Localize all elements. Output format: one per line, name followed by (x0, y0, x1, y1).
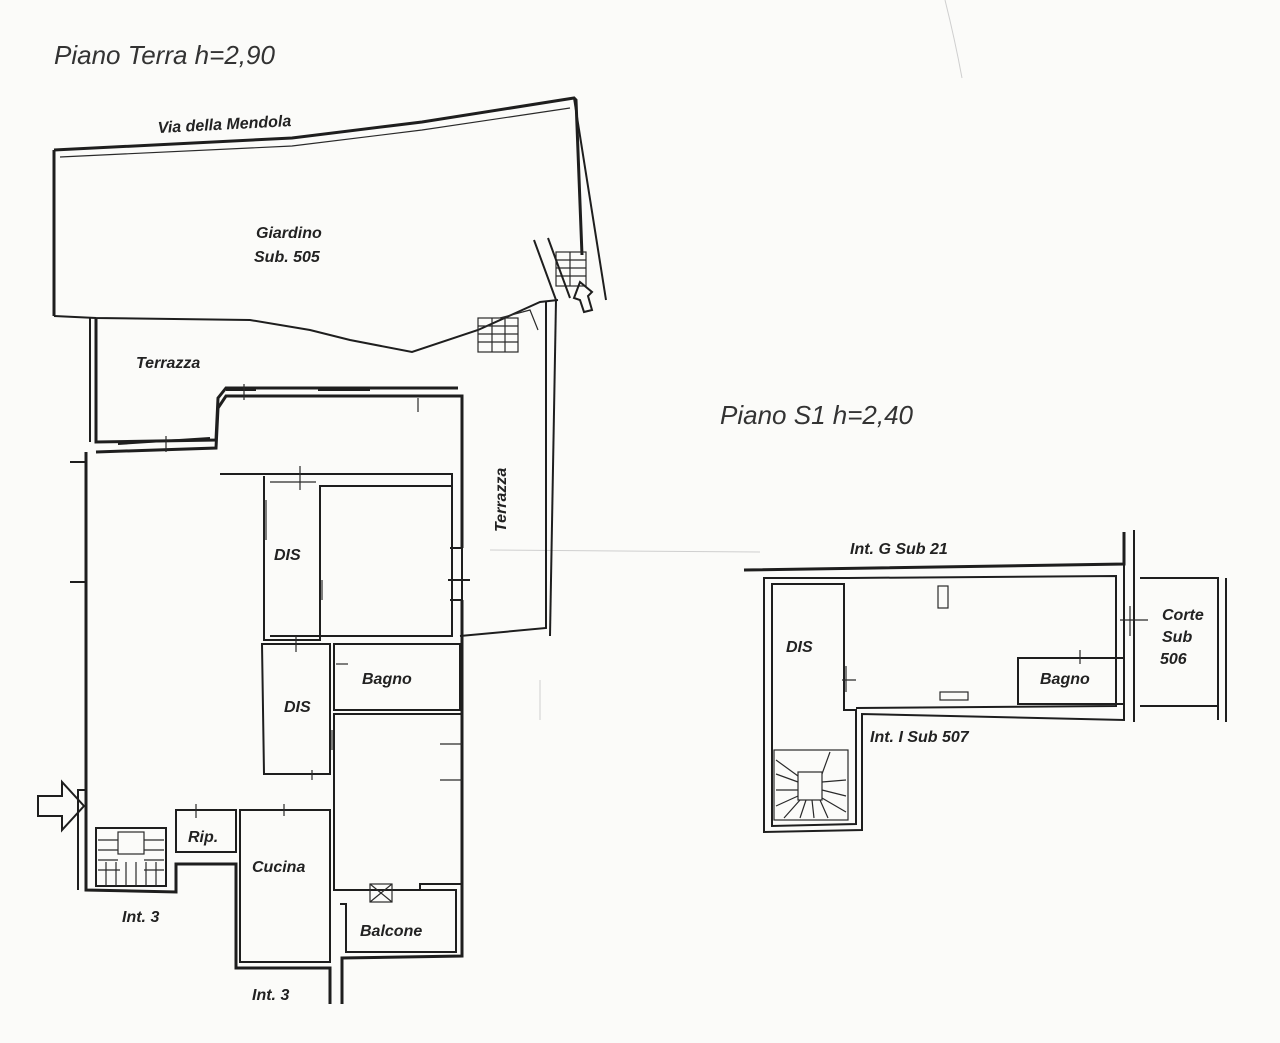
street-label: Via della Mendola (157, 113, 291, 137)
top-windows (117, 389, 370, 445)
terrace-label: Terrazza (136, 355, 200, 372)
dis-1-label: DIS (274, 547, 301, 564)
basement-spiral-stairs (773, 749, 849, 821)
ground-floor-plan: Piano Terra h=2,90 (37, 40, 607, 1004)
basement-vent-icon (937, 585, 949, 609)
garden-side-wall (573, 97, 607, 301)
court-door (1120, 606, 1148, 636)
basement-floor-plan: Piano S1 h=2,40 Int. G Sub 21 DIS Bagno … (720, 400, 1227, 834)
kitchen-label: Cucina (252, 859, 305, 876)
side-terrace-label: Terrazza (493, 468, 510, 532)
basement-bathroom-label: Bagno (1040, 671, 1090, 688)
basement-floor-title: Piano S1 h=2,40 (720, 400, 914, 430)
garden-label: Giardino (256, 225, 322, 242)
basement-room-wall (847, 574, 1117, 709)
living-room-wall (333, 713, 463, 891)
garden-stairs (477, 237, 587, 353)
storage-room-wall (175, 809, 237, 853)
balcony-shaft-icon (369, 883, 393, 903)
neighbor-top-label: Int. G Sub 21 (850, 541, 948, 558)
terrace-wall (94, 318, 458, 444)
garden-sub-label: Sub. 505 (254, 249, 321, 266)
int-left-label: Int. 3 (122, 909, 159, 926)
basement-dis-label: DIS (786, 639, 813, 656)
ground-floor-title: Piano Terra h=2,90 (54, 40, 275, 70)
balcony-label: Balcone (360, 923, 422, 940)
storage-label: Rip. (188, 829, 218, 846)
side-terrace-outer-wall (459, 302, 547, 637)
basement-dis-wall (771, 583, 857, 828)
dis-2-doors (295, 636, 333, 780)
scan-bleed-line (489, 549, 761, 553)
basement-bathroom-wall (1017, 657, 1125, 705)
int-bottom-label: Int. 3 (252, 987, 289, 1004)
basement-radiator-icon (939, 691, 969, 701)
court-label-line1: Corte (1162, 607, 1204, 624)
basement-outline (763, 564, 1125, 834)
interior-stairs (95, 827, 167, 887)
court-wall (1140, 577, 1219, 720)
bathroom-label: Bagno (362, 671, 412, 688)
side-terrace-outer-wall-2 (549, 299, 557, 637)
apartment-outer-wall (95, 394, 464, 1004)
basement-unit-label: Int. I Sub 507 (870, 729, 970, 746)
garden-bottom-boundary (53, 299, 559, 354)
main-entrance-arrow-icon (37, 779, 86, 833)
east-window (448, 547, 470, 601)
apartment-outer-wall-left (84, 452, 332, 1004)
dis-2-wall (260, 643, 331, 775)
balcony-wall (340, 889, 457, 953)
bedroom-block-wall (220, 473, 453, 637)
garden-entrance-arrow-icon (572, 280, 594, 314)
dis-1-doors (265, 466, 323, 600)
scan-mark (944, 0, 963, 79)
window-ticks (165, 384, 419, 452)
facade-recess (70, 461, 87, 583)
court-label-line3: 506 (1160, 651, 1187, 668)
entrance-jamb (77, 789, 86, 890)
court-label-line2: Sub (1162, 629, 1192, 646)
dis-2-label: DIS (284, 699, 311, 716)
dis-1-wall (263, 476, 452, 641)
street-boundary-wall (53, 96, 584, 256)
kitchen-wall (239, 809, 331, 963)
living-room-window (440, 743, 462, 781)
street-inner-line (59, 107, 571, 158)
bathroom-wall (333, 643, 461, 711)
basement-door (842, 666, 856, 692)
